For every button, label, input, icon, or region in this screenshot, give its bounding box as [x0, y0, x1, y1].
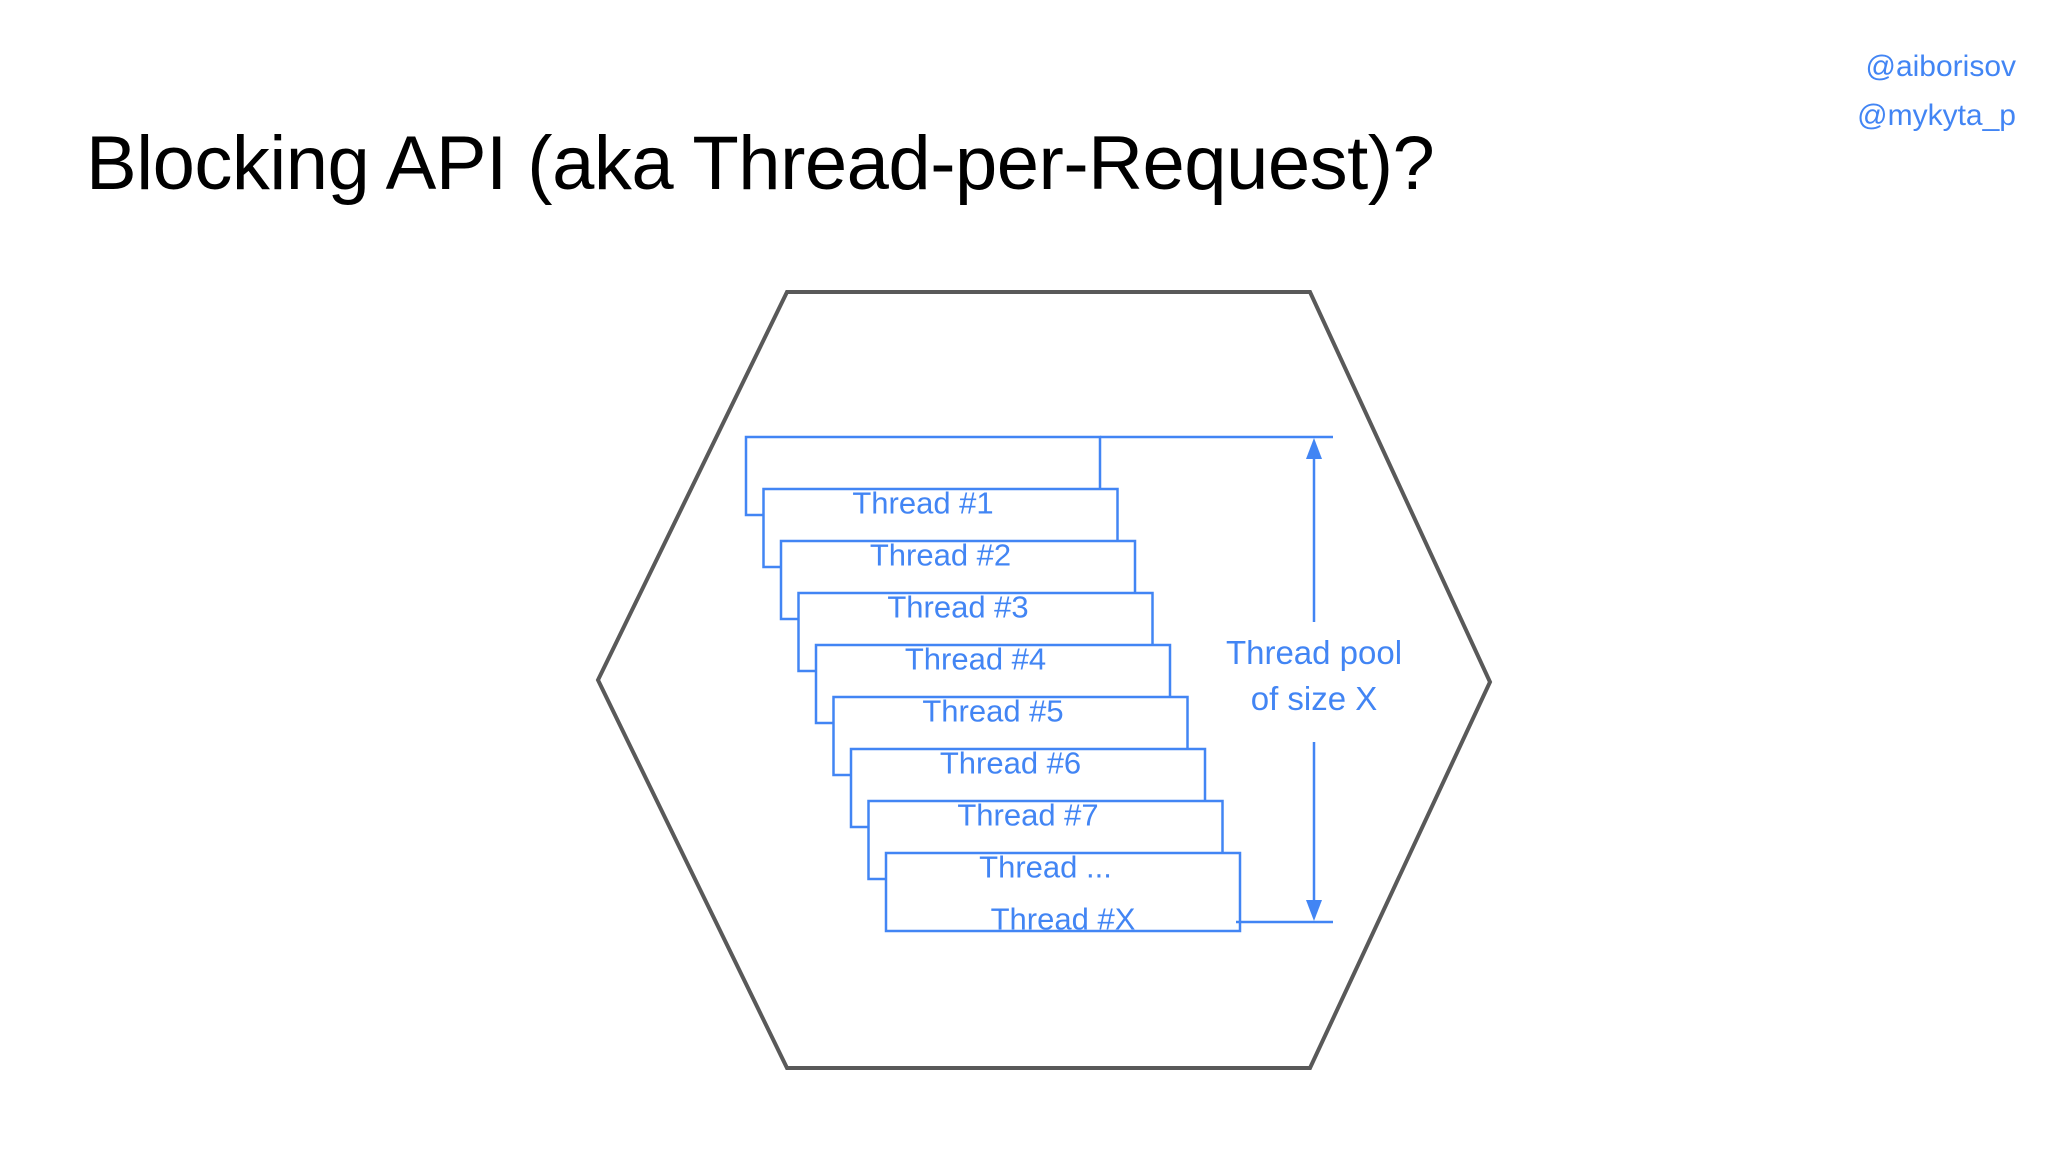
thread-box-label: Thread #1: [852, 485, 994, 521]
handle-secondary: @mykyta_p: [1857, 99, 2016, 132]
thread-pool-annotation: Thread pool of size X: [1226, 630, 1402, 722]
thread-pool-measure: [1100, 435, 1333, 924]
thread-box-label: Thread ...: [979, 849, 1112, 885]
arrow-head-down-icon: [1306, 900, 1322, 921]
hexagon-outline: [595, 290, 1493, 1070]
thread-box-group: [744, 435, 1242, 933]
arrow-head-up-icon: [1306, 438, 1322, 459]
page-title: Blocking API (aka Thread-per-Request)?: [86, 121, 1435, 206]
social-handles: @aiborisov @mykyta_p: [1857, 42, 2016, 140]
thread-box-label: Thread #3: [887, 589, 1029, 625]
pool-annotation-line-1: Thread pool: [1225, 634, 1403, 671]
thread-box-label: Thread #X: [990, 901, 1136, 937]
handle-primary: @aiborisov: [1865, 50, 2016, 83]
thread-box: [884, 851, 1242, 933]
thread-box-label: Thread #5: [922, 693, 1064, 729]
thread-box-label: Thread #4: [904, 641, 1047, 677]
thread-box-label: Thread #6: [939, 745, 1082, 781]
thread-box-label: Thread #7: [957, 797, 1099, 833]
thread-box-label: Thread #2: [869, 537, 1012, 573]
pool-annotation-line-2: of size X: [1250, 680, 1378, 717]
